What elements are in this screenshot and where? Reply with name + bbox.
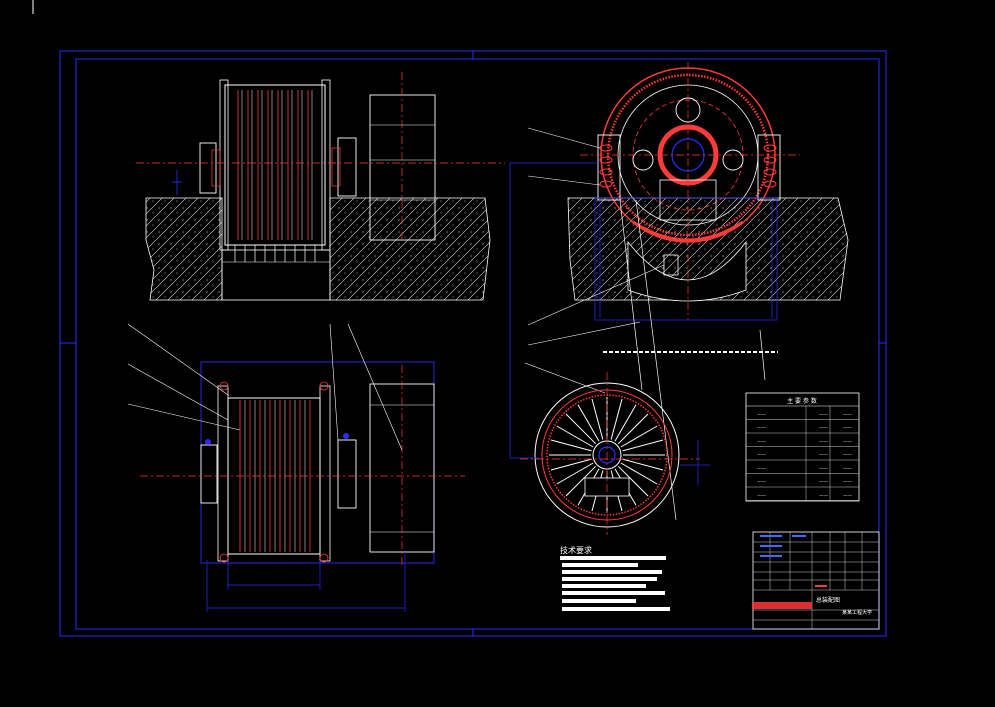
technical-notes: 技术要求 — [560, 545, 670, 611]
param-name: —— — [757, 413, 767, 418]
drum-rope-lines — [241, 90, 313, 240]
front-elevation-view — [136, 72, 505, 301]
wheel-spoke — [577, 404, 600, 442]
wheel-spoke — [622, 439, 664, 452]
motor-front — [369, 94, 436, 241]
side-bracket-left — [597, 134, 621, 201]
param-unit: —— — [819, 440, 829, 445]
outer-frame — [59, 50, 887, 637]
drum-body — [224, 84, 326, 246]
wheel-spoke — [591, 398, 604, 440]
foundation-hatch-right — [329, 197, 491, 301]
drum-grooves — [237, 90, 309, 240]
param-value: —— — [843, 413, 853, 418]
side-elevation-view — [509, 62, 849, 521]
param-unit: —— — [819, 494, 829, 499]
company-name: 某某工程大学 — [842, 609, 872, 616]
param-value: —— — [843, 440, 853, 445]
title-block: 总装配图 某某工程大学 — [752, 531, 880, 630]
param-unit: —— — [819, 480, 829, 485]
wheel-spoke — [620, 425, 658, 448]
param-value: —— — [843, 480, 853, 485]
wheel-spoke — [556, 425, 594, 448]
wheel-spoke — [565, 465, 597, 497]
wheel-spoke — [550, 458, 592, 471]
spring-coils-right — [763, 144, 777, 188]
anchor-bolts — [234, 245, 316, 262]
side-bracket-right — [757, 134, 781, 201]
param-name: —— — [757, 494, 767, 499]
parameters-table-title: 主 要 参 数 — [787, 397, 817, 405]
bearing-right — [337, 137, 357, 197]
leader-lines-plan — [127, 323, 403, 451]
wheel-spoke — [622, 458, 664, 471]
param-name: —— — [757, 453, 767, 458]
param-name: —— — [757, 440, 767, 445]
wheel-spoke — [556, 462, 594, 485]
param-name: —— — [757, 480, 767, 485]
notes-heading: 技术要求 — [560, 545, 592, 555]
param-unit: —— — [819, 413, 829, 418]
leader-lines-side — [524, 127, 665, 394]
param-value: —— — [843, 467, 853, 472]
param-unit: —— — [819, 426, 829, 431]
wheel-spoke — [614, 404, 637, 442]
plan-dimension-lines — [206, 552, 406, 612]
plan-bearing-right — [337, 439, 357, 509]
plan-outline-blue — [200, 361, 435, 564]
parameters-table: 主 要 参 数 —— —— —— —— —— —— —— —— —— —— —— —— —— —— —— ——… — [745, 392, 860, 502]
frame-center-marks — [60, 51, 886, 636]
wheel-spoke — [617, 413, 649, 445]
wheel-spoke — [617, 465, 649, 497]
wheel-spoke — [565, 413, 597, 445]
spring-coils-left — [599, 144, 613, 188]
plan-view — [127, 323, 465, 612]
inner-frame — [75, 58, 880, 630]
wheel-spoke — [620, 462, 658, 485]
drawing-name: 总装配图 — [816, 596, 840, 604]
plan-bearing-left — [200, 444, 218, 504]
side-dimension-lines — [509, 162, 778, 458]
param-unit: —— — [819, 453, 829, 458]
foundation-hatch-left — [145, 197, 223, 301]
param-value: —— — [843, 494, 853, 499]
bearing-left — [199, 142, 217, 194]
wheel-spoke — [550, 439, 592, 452]
foundation-pit — [221, 249, 331, 301]
param-value: —— — [843, 426, 853, 431]
param-unit: —— — [819, 467, 829, 472]
param-name: —— — [757, 467, 767, 472]
spoked-wheel-view — [510, 372, 710, 535]
wheel-spoke — [610, 398, 623, 440]
param-name: —— — [757, 426, 767, 431]
param-value: —— — [843, 453, 853, 458]
